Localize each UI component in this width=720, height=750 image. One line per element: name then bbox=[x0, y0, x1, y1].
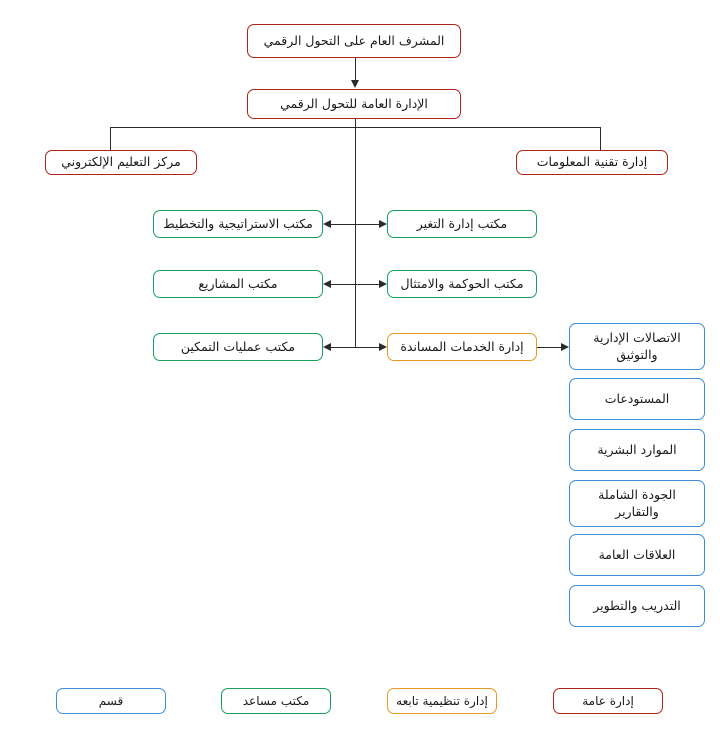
legend-item-assistant-office: مكتب مساعد bbox=[221, 688, 331, 714]
arrowhead-general-administration bbox=[350, 80, 359, 88]
arrowhead-row3-right bbox=[379, 342, 387, 351]
arrowhead-row1-left bbox=[323, 219, 331, 228]
node-section-administrative-communications-label: الاتصالات الإدارية والتوثيق bbox=[593, 329, 681, 362]
node-enablement-office[interactable]: مكتب عمليات التمكين bbox=[153, 333, 323, 361]
node-section-training-and-development-label: التدريب والتطوير bbox=[593, 597, 681, 613]
legend-item-affiliated-unit-label: إدارة تنظيمية تابعه bbox=[396, 694, 488, 708]
node-change-management-office[interactable]: مكتب إدارة التغير bbox=[387, 210, 537, 238]
node-enablement-office-label: مكتب عمليات التمكين bbox=[180, 338, 296, 354]
node-elearning-center[interactable]: مركز التعليم الإلكتروني bbox=[45, 150, 197, 175]
node-supervisor-label: المشرف العام على التحول الرقمي bbox=[263, 32, 445, 48]
connector-row3-left bbox=[331, 347, 355, 348]
node-section-warehouses-label: المستودعات bbox=[604, 390, 670, 406]
node-supervisor[interactable]: المشرف العام على التحول الرقمي bbox=[247, 24, 461, 58]
arrowhead-row2-left bbox=[323, 279, 331, 288]
connector-central-trunk bbox=[355, 127, 356, 347]
arrowhead-row3-left bbox=[323, 342, 331, 351]
arrowhead-row2-right bbox=[379, 279, 387, 288]
connector-row3-right bbox=[355, 347, 379, 348]
node-governance-office[interactable]: مكتب الحوكمة والامتثال bbox=[387, 270, 537, 298]
connector-row2-left bbox=[331, 284, 355, 285]
node-it-department-label: إدارة تقنية المعلومات bbox=[536, 154, 648, 170]
node-support-services-label: إدارة الخدمات المساندة bbox=[400, 338, 524, 354]
node-projects-office-label: مكتب المشاريع bbox=[198, 275, 278, 291]
legend-item-section: قسم bbox=[56, 688, 166, 714]
connector-row2-right bbox=[355, 284, 379, 285]
legend-item-assistant-office-label: مكتب مساعد bbox=[242, 694, 310, 708]
node-section-warehouses[interactable]: المستودعات bbox=[569, 378, 705, 420]
connector-row1-right bbox=[355, 224, 379, 225]
node-projects-office[interactable]: مكتب المشاريع bbox=[153, 270, 323, 298]
arrowhead-row1-right bbox=[379, 219, 387, 228]
node-section-human-resources-label: الموارد البشرية bbox=[597, 441, 677, 457]
node-change-management-office-label: مكتب إدارة التغير bbox=[416, 215, 508, 231]
node-section-quality-and-reports[interactable]: الجودة الشاملة والتقارير bbox=[569, 480, 705, 527]
node-section-quality-and-reports-label: الجودة الشاملة والتقارير bbox=[598, 486, 676, 519]
arrowhead-support-to-sections bbox=[561, 342, 569, 351]
node-strategy-office-label: مكتب الاستراتيجية والتخطيط bbox=[163, 215, 313, 231]
node-section-administrative-communications[interactable]: الاتصالات الإدارية والتوثيق bbox=[569, 323, 705, 370]
legend-item-general-department: إدارة عامة bbox=[553, 688, 663, 714]
legend-item-general-department-label: إدارة عامة bbox=[582, 694, 634, 708]
legend-item-affiliated-unit: إدارة تنظيمية تابعه bbox=[387, 688, 497, 714]
connector-supervisor-to-general bbox=[355, 58, 356, 82]
node-support-services[interactable]: إدارة الخدمات المساندة bbox=[387, 333, 537, 361]
connector-row1-left bbox=[331, 224, 355, 225]
node-strategy-office[interactable]: مكتب الاستراتيجية والتخطيط bbox=[153, 210, 323, 238]
node-section-public-relations-label: العلاقات العامة bbox=[598, 546, 676, 562]
connector-to-it-department bbox=[600, 127, 601, 151]
connector-to-elearning-center bbox=[110, 127, 111, 151]
node-elearning-center-label: مركز التعليم الإلكتروني bbox=[61, 154, 181, 170]
node-general-administration[interactable]: الإدارة العامة للتحول الرقمي bbox=[247, 89, 461, 119]
node-general-administration-label: الإدارة العامة للتحول الرقمي bbox=[280, 95, 428, 111]
connector-trunk-top bbox=[355, 119, 356, 128]
connector-support-to-sections bbox=[537, 347, 561, 348]
node-section-training-and-development[interactable]: التدريب والتطوير bbox=[569, 585, 705, 627]
node-section-public-relations[interactable]: العلاقات العامة bbox=[569, 534, 705, 576]
node-governance-office-label: مكتب الحوكمة والامتثال bbox=[400, 275, 524, 291]
node-it-department[interactable]: إدارة تقنية المعلومات bbox=[516, 150, 668, 175]
legend-item-section-label: قسم bbox=[98, 694, 124, 708]
node-section-human-resources[interactable]: الموارد البشرية bbox=[569, 429, 705, 471]
